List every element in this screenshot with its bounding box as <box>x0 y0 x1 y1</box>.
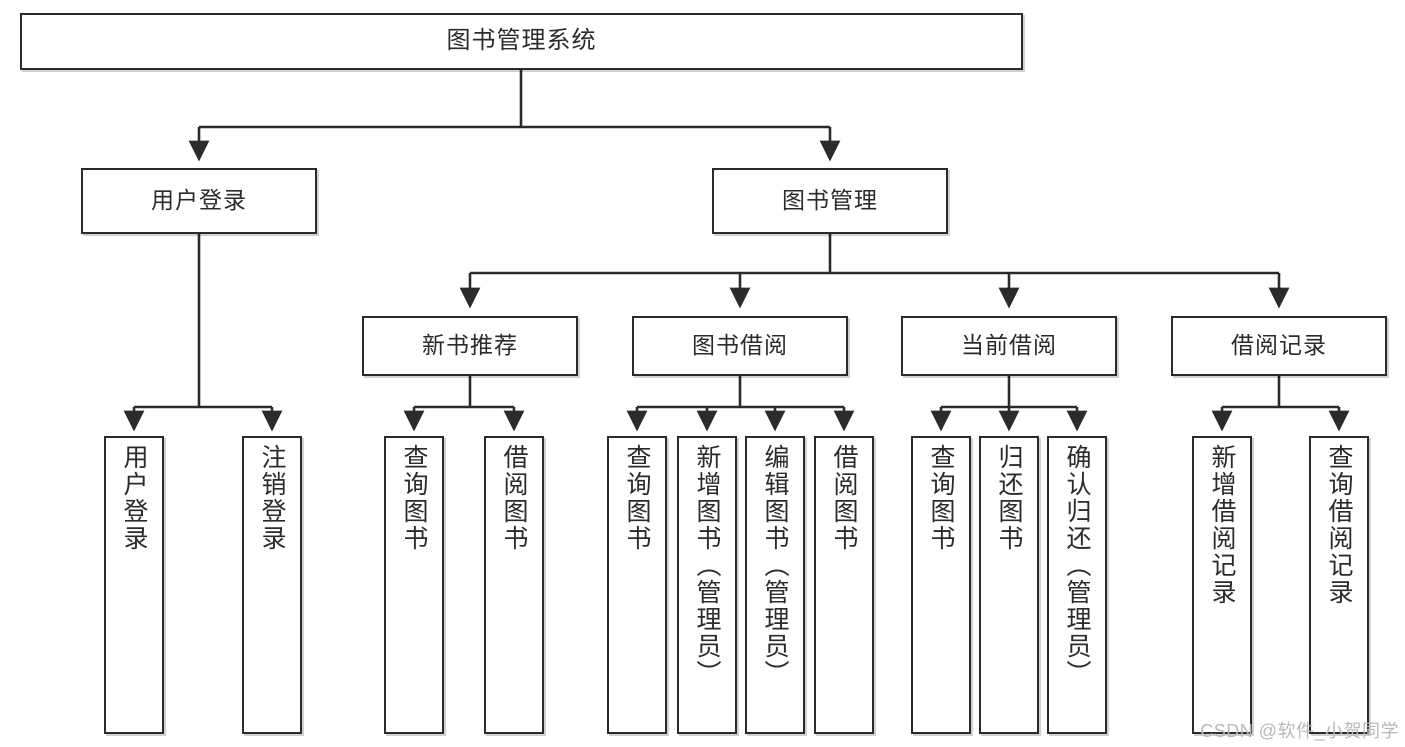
leaf-borrow-book-borrow-label: 借阅图书 <box>830 444 858 552</box>
leaf-add-borrow-record-label: 新增借阅记录 <box>1208 444 1236 606</box>
leaf-user-login-label: 用户登录 <box>120 444 148 552</box>
leaf-confirm-return-admin[interactable]: 确认归还（管理员） <box>1047 436 1107 734</box>
csdn-watermark: CSDN @软件_小贺同学 <box>1200 721 1399 741</box>
leaf-return-book-label: 归还图书 <box>995 444 1023 552</box>
leaf-query-borrow-record-label: 查询借阅记录 <box>1325 444 1353 606</box>
node-new-book-recommend-label: 新书推荐 <box>422 332 518 359</box>
leaf-query-book-borrow[interactable]: 查询图书 <box>607 436 667 734</box>
leaf-return-book[interactable]: 归还图书 <box>979 436 1039 734</box>
node-book-manage-label: 图书管理 <box>782 187 878 214</box>
node-current-borrow[interactable]: 当前借阅 <box>901 316 1117 376</box>
leaf-add-book-admin-label: 新增图书（管理员） <box>693 444 721 687</box>
leaf-borrow-book-recommend-label: 借阅图书 <box>500 444 528 552</box>
edges-book-manage-to-level3 <box>459 234 1290 309</box>
node-current-borrow-label: 当前借阅 <box>961 332 1057 359</box>
node-book-manage[interactable]: 图书管理 <box>712 168 948 234</box>
leaf-borrow-book-borrow[interactable]: 借阅图书 <box>814 436 874 734</box>
leaf-query-book-current[interactable]: 查询图书 <box>911 436 971 734</box>
edges-root-to-level2 <box>188 70 841 162</box>
leaf-query-book-recommend-label: 查询图书 <box>400 444 428 552</box>
node-book-borrow-label: 图书借阅 <box>692 332 788 359</box>
leaf-logout-label: 注销登录 <box>258 444 286 552</box>
edges-current-borrow-to-leaves <box>930 376 1088 432</box>
node-user-login-label: 用户登录 <box>151 187 247 214</box>
leaf-logout[interactable]: 注销登录 <box>242 436 302 734</box>
leaf-query-book-recommend[interactable]: 查询图书 <box>384 436 444 734</box>
node-book-borrow[interactable]: 图书借阅 <box>632 316 848 376</box>
node-root-system[interactable]: 图书管理系统 <box>20 13 1023 70</box>
node-root-system-label: 图书管理系统 <box>446 27 597 55</box>
node-user-login[interactable]: 用户登录 <box>81 168 317 234</box>
edges-new-book-to-leaves <box>403 376 525 432</box>
leaf-borrow-book-recommend[interactable]: 借阅图书 <box>484 436 544 734</box>
leaf-query-borrow-record[interactable]: 查询借阅记录 <box>1309 436 1369 734</box>
edges-book-borrow-to-leaves <box>626 376 855 432</box>
node-borrow-record[interactable]: 借阅记录 <box>1171 316 1387 376</box>
leaf-query-book-borrow-label: 查询图书 <box>623 444 651 552</box>
edges-borrow-record-to-leaves <box>1211 376 1350 432</box>
leaf-query-book-current-label: 查询图书 <box>927 444 955 552</box>
leaf-edit-book-admin-label: 编辑图书（管理员） <box>761 444 789 687</box>
leaf-add-book-admin[interactable]: 新增图书（管理员） <box>677 436 737 734</box>
node-new-book-recommend[interactable]: 新书推荐 <box>362 316 578 376</box>
leaf-confirm-return-admin-label: 确认归还（管理员） <box>1063 444 1091 687</box>
leaf-edit-book-admin[interactable]: 编辑图书（管理员） <box>745 436 805 734</box>
leaf-add-borrow-record[interactable]: 新增借阅记录 <box>1192 436 1252 734</box>
node-borrow-record-label: 借阅记录 <box>1231 332 1327 359</box>
leaf-user-login[interactable]: 用户登录 <box>104 436 164 734</box>
edges-user-login-to-leaves <box>123 234 283 432</box>
